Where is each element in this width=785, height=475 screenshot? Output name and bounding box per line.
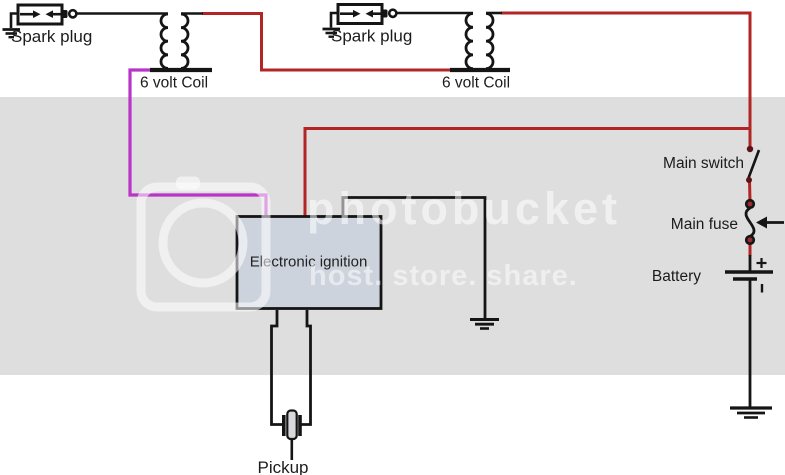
battery: Battery xyxy=(652,255,773,419)
terminal-ring-icon xyxy=(387,8,398,19)
ground-icon-ignition xyxy=(470,318,499,330)
watermark-tagline: host. store. share. xyxy=(309,260,578,292)
spark-plug-2: Spark plug xyxy=(322,3,412,46)
battery-label: Battery xyxy=(652,268,701,285)
terminal-ring-icon xyxy=(67,8,78,19)
ground-icon-battery xyxy=(730,406,772,419)
wire-red-coil1-to-coil2 xyxy=(202,12,451,72)
spark-plug-1: Spark plug xyxy=(2,3,92,46)
spark-plug-1-label: Spark plug xyxy=(11,27,92,46)
switch-contact-bottom xyxy=(746,177,752,183)
spark-gap-arrows-icon xyxy=(20,10,61,18)
main-switch-label: Main switch xyxy=(663,155,744,172)
watermark-brand: photobucket xyxy=(307,183,621,234)
coil-2-label: 6 volt Coil xyxy=(442,75,510,92)
coil-2-secondary-winding xyxy=(485,12,495,71)
fuse-element xyxy=(744,206,756,238)
wire-black-ignition-to-ground xyxy=(341,196,487,318)
ground-icon-spark-plug-1 xyxy=(2,28,20,39)
fuse-terminal-top xyxy=(744,198,756,210)
coil-2: 6 volt Coil xyxy=(442,11,510,92)
main-fuse-label: Main fuse xyxy=(671,216,738,233)
pickup-wiring xyxy=(270,310,312,426)
coil-2-primary-winding xyxy=(464,12,474,71)
coil-1-secondary-winding xyxy=(180,12,190,70)
photobucket-watermark: photobucket host. store. share. xyxy=(136,176,621,312)
pickup-sensor: Pickup xyxy=(257,409,309,475)
camera-icon xyxy=(136,182,271,312)
plus-sign-icon xyxy=(756,258,767,268)
coil-1-label: 6 volt Coil xyxy=(140,75,208,92)
wire-black-pickup-right xyxy=(300,310,312,426)
terminal-stub xyxy=(382,9,388,18)
fuse-pointer-arrow-icon xyxy=(756,216,784,229)
ignition-box-body xyxy=(235,215,383,310)
wire-black-pickup-left xyxy=(270,310,282,426)
wire-red-switch-to-fuse xyxy=(748,179,752,202)
main-switch: Main switch xyxy=(663,145,761,183)
spark-plug-2-label: Spark plug xyxy=(331,27,412,46)
terminal-stub xyxy=(62,10,68,18)
camera-flash-bump xyxy=(176,176,200,190)
electronic-ignition-box: Electronic ignition xyxy=(235,215,383,310)
switch-lever xyxy=(747,149,761,179)
camera-lens-icon xyxy=(158,198,248,288)
main-fuse: Main fuse xyxy=(671,198,784,246)
coil-1: 6 volt Coil xyxy=(140,12,212,92)
fuse-terminal-bottom xyxy=(744,234,756,246)
wire-red-ignition-feed xyxy=(303,127,750,217)
pickup-core xyxy=(286,409,298,441)
ignition-box-label: Electronic ignition xyxy=(250,254,368,271)
switch-contact-top xyxy=(746,145,754,153)
ground-icon-spark-plug-2 xyxy=(322,27,340,38)
gray-band xyxy=(0,97,785,375)
pickup-label: Pickup xyxy=(257,458,308,475)
wire-red-coil2-to-switch xyxy=(501,11,752,146)
spark-gap-arrows-icon xyxy=(340,9,381,18)
coil-1-primary-winding xyxy=(159,12,169,70)
